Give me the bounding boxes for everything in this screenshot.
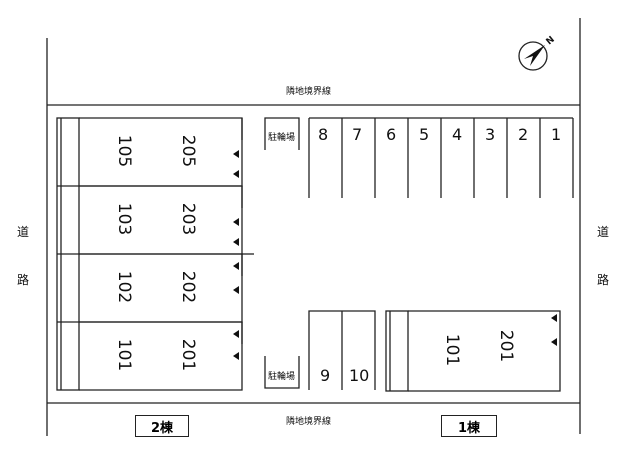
parking-space-7: 7 [352,125,363,144]
unit-201-label: 201 [178,338,198,372]
bicycle-parking-label-bottom: 駐輪場 [268,372,296,382]
unit-105-label: 105 [114,134,134,168]
entry-marker-icon [233,150,239,158]
parking-row-top [308,117,574,198]
entry-marker-icon [233,218,239,226]
parking-space-5: 5 [419,125,430,144]
building1-balcony [385,310,409,392]
building2-unit-102 [79,253,243,323]
parking-space-9: 9 [320,366,331,385]
entry-marker-icon [233,330,239,338]
b1-unit-201-label: 201 [496,329,516,363]
parking-space-8: 8 [318,125,329,144]
entry-marker-icon [233,262,239,270]
unit-103-label: 103 [114,202,134,236]
unit-202-label: 202 [178,270,198,304]
entry-marker-icon [233,238,239,246]
unit-205-label: 205 [178,134,198,168]
bicycle-parking-top [264,117,300,150]
building2-label: 2棟 [135,415,189,437]
entry-marker-icon [551,338,557,346]
bicycle-parking-label-top: 駐輪場 [268,133,296,143]
top-boundary-label: 隣地境界線 [286,87,332,97]
right-road-label-2: 路 [596,273,609,287]
unit-203-label: 203 [178,202,198,236]
parking-space-6: 6 [386,125,397,144]
parking-space-10: 10 [349,366,370,385]
entry-marker-icon [233,170,239,178]
unit-102-label: 102 [114,270,134,304]
left-road-label-1: 道 [16,225,29,239]
parking-space-3: 3 [485,125,496,144]
building2-unit-105 [79,117,243,187]
left-road-label-2: 路 [16,273,29,287]
parking-space-2: 2 [518,125,529,144]
entry-marker-icon [233,352,239,360]
bottom-boundary-label: 隣地境界線 [286,417,332,427]
building2-unit-101 [79,321,243,391]
building1-label: 1棟 [441,415,497,437]
right-road-label-1: 道 [596,225,609,239]
bicycle-parking-bottom [264,356,300,389]
parking-space-1: 1 [551,125,562,144]
parking-row-bottom [308,310,376,390]
compass-icon [518,41,548,71]
entry-marker-icon [551,314,557,322]
parking-space-4: 4 [452,125,463,144]
unit-101-label: 101 [114,338,134,372]
building2-unit-103 [79,185,243,255]
entry-marker-icon [233,286,239,294]
b1-unit-101-label: 101 [442,333,462,367]
building1-unit [408,310,561,392]
